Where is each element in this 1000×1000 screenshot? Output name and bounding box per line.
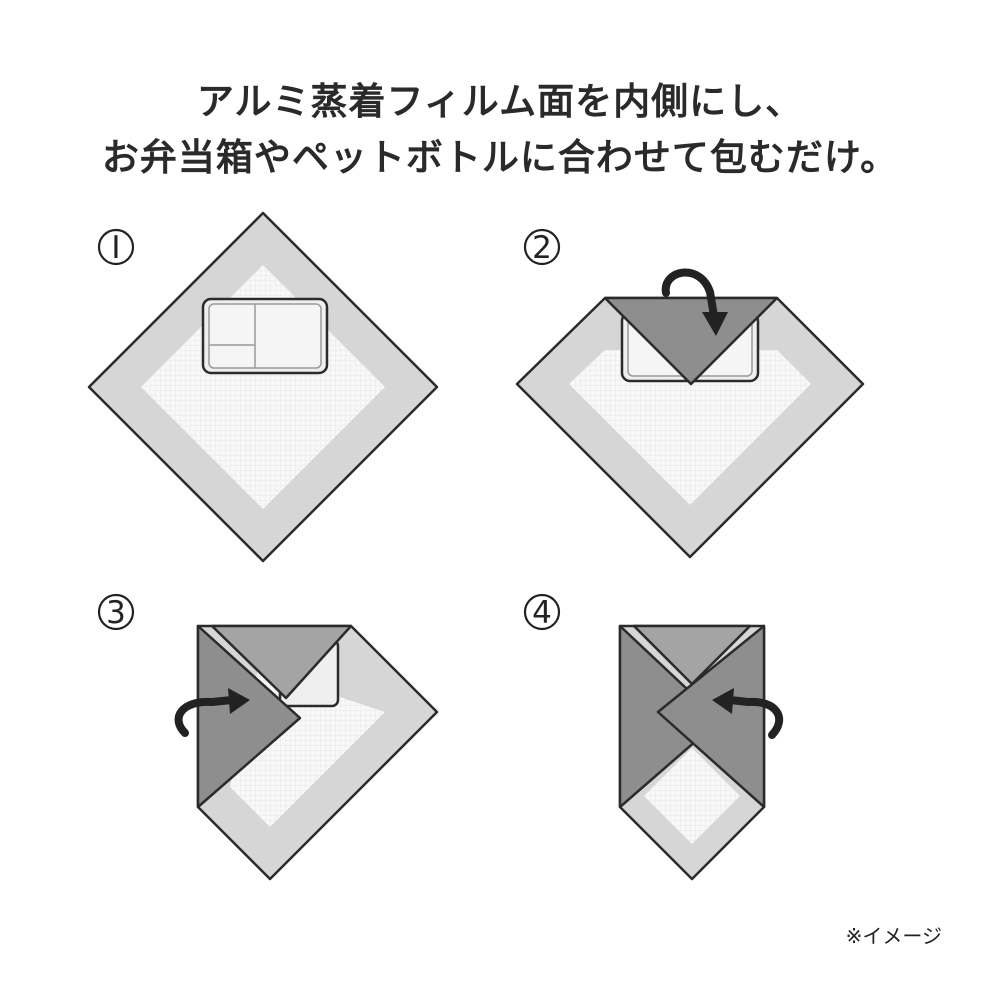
step-2-fold-arrow <box>661 268 728 336</box>
step-3-number: 3 <box>106 595 126 631</box>
step-4: 4 <box>523 593 784 881</box>
step-1-number-badge: Ⅰ <box>97 228 135 266</box>
step-4-top-fold-flap <box>632 624 752 686</box>
step-4-fold-arrow <box>712 688 784 739</box>
step-2-top-fold-flap <box>603 296 779 386</box>
step-2: 2 <box>515 228 865 559</box>
step-2-number-badge: 2 <box>523 228 561 266</box>
step-1: Ⅰ <box>87 211 439 563</box>
step-3-left-fold-flap <box>196 624 302 809</box>
step-3-top-fold-flap <box>210 624 353 700</box>
step-1-lunch-box <box>201 297 329 375</box>
step-1-number: Ⅰ <box>111 230 120 266</box>
headline: アルミ蒸着フィルム面を内側にし、 お弁当箱やペットボトルに合わせて包むだけ。 <box>0 74 1000 186</box>
step-4-right-fold-flap <box>656 624 766 809</box>
step-4-number-badge: 4 <box>523 593 561 631</box>
step-2-number: 2 <box>532 230 552 266</box>
step-4-film-surface <box>644 748 740 844</box>
headline-line-2: お弁当箱やペットボトルに合わせて包むだけ。 <box>101 136 899 179</box>
step-3-fold-arrow <box>174 688 250 737</box>
step-2-film-surface <box>569 350 811 505</box>
step-3-number-badge: 3 <box>97 593 135 631</box>
step-3: 3 <box>97 593 439 881</box>
step-4-number: 4 <box>532 595 552 631</box>
headline-line-1: アルミ蒸着フィルム面を内側にし、 <box>196 80 804 123</box>
image-note: ※イメージ <box>845 924 942 948</box>
